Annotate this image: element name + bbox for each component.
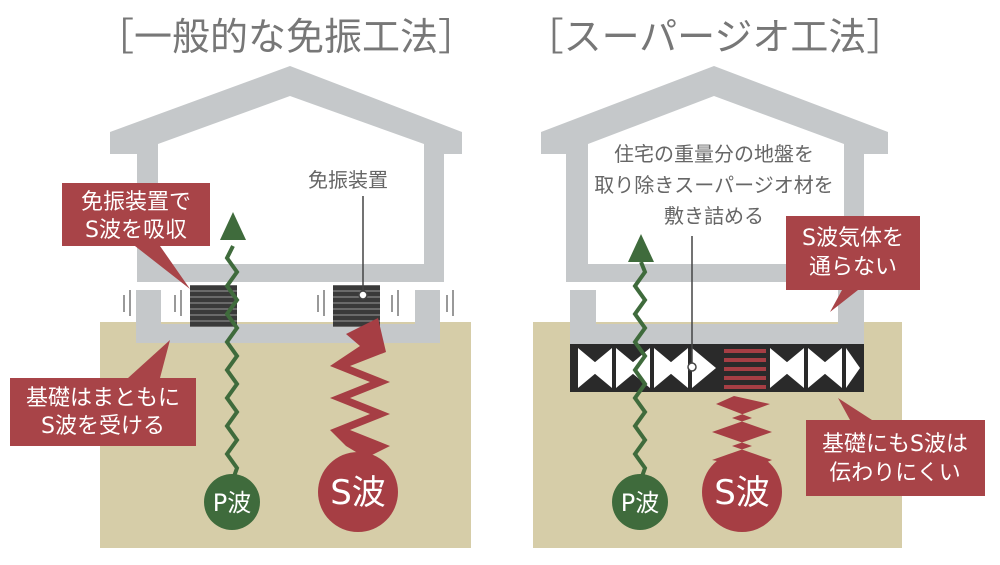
- supergeo-layer: [570, 344, 864, 392]
- device-leader-dot: [358, 290, 368, 300]
- left-s-wave-circle: [318, 452, 398, 532]
- right-callout-top: S波気体を 通らない: [786, 216, 920, 312]
- right-house-text-line1: 住宅の重量分の地盤を: [614, 142, 814, 166]
- right-house-interior: [588, 96, 844, 264]
- left-callout-top: 免振装置で S波を吸収: [62, 183, 210, 289]
- left-callout-bottom-line2: S波を受ける: [41, 414, 165, 439]
- right-s-wave-circle: [702, 452, 782, 532]
- vibration-marks: [123, 290, 454, 316]
- left-panel: 免振装置 免振装置で S波を吸収 基礎はまともに S波を受ける P波 S波: [10, 66, 471, 548]
- right-callout-bottom-line1: 基礎にもS波は: [822, 432, 968, 457]
- left-p-wave-label: P波: [213, 489, 251, 517]
- left-device-label: 免振装置: [308, 168, 388, 192]
- left-isolator-2: [333, 285, 380, 327]
- right-p-wave-label: P波: [621, 489, 659, 517]
- left-callout-bottom: 基礎はまともに S波を受ける: [10, 340, 196, 446]
- right-p-wave-circle: [612, 474, 668, 530]
- left-p-wave: P波: [204, 212, 260, 530]
- left-title: ［一般的な免振工法］: [96, 15, 476, 59]
- right-p-wave: P波: [612, 234, 668, 530]
- left-s-wave: S波: [318, 318, 398, 532]
- right-house-text-line3: 敷き詰める: [664, 204, 764, 228]
- right-callout-bottom-line2: 伝わりにくい: [829, 461, 961, 486]
- right-leader-dot: [687, 362, 697, 372]
- left-house-interior: [158, 96, 424, 264]
- right-house-text-line2: 取り除きスーパージオ材を: [594, 173, 833, 197]
- right-s-wave: S波: [702, 396, 782, 532]
- right-title: ［スーパージオ工法］: [526, 15, 905, 59]
- left-p-wave-circle: [204, 474, 260, 530]
- right-callout-top-line2: 通らない: [809, 255, 897, 280]
- right-panel: 住宅の重量分の地盤を 取り除きスーパージオ材を 敷き詰める S波気体を 通らない…: [533, 66, 985, 548]
- left-callout-bottom-line1: 基礎はまともに: [26, 386, 180, 411]
- right-callout-top-line1: S波気体を: [802, 226, 904, 251]
- right-foundation: [570, 290, 864, 344]
- left-callout-top-line2: S波を吸収: [85, 218, 187, 243]
- right-callout-bottom: 基礎にもS波は 伝わりにくい: [806, 398, 985, 496]
- left-callout-top-line1: 免振装置で: [81, 190, 191, 215]
- right-s-wave-label: S波: [714, 473, 770, 513]
- left-s-wave-label: S波: [330, 473, 386, 513]
